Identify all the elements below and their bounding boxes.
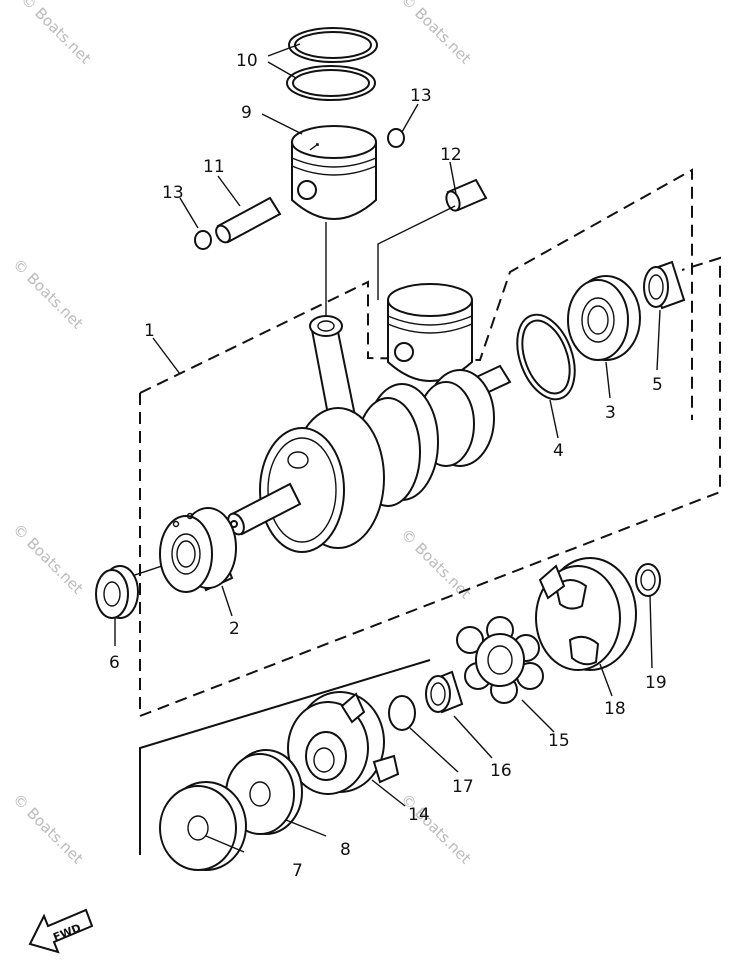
rubber-damper	[456, 616, 544, 704]
fwd-arrow: FWD	[28, 908, 94, 954]
callout-10: 10	[236, 51, 258, 71]
cover-plate	[159, 781, 247, 871]
watermark-2: © Boats.net	[397, 0, 475, 68]
piston	[291, 125, 377, 220]
main-bearing-right	[567, 275, 641, 361]
guide-line-bearing	[377, 205, 456, 300]
callout-16: 16	[490, 761, 512, 781]
callout-18: 18	[604, 699, 626, 719]
watermark-4: © Boats.net	[9, 520, 87, 598]
o-ring	[388, 695, 416, 731]
needle-bearing	[445, 178, 488, 212]
callout-5: 5	[652, 375, 663, 395]
piston-pin	[215, 196, 282, 244]
callouts: 1 2 3 4 5 6 7 8 9 10 11 12 13 13 14 15 1…	[109, 51, 667, 881]
callout-13-right: 13	[410, 86, 432, 106]
callout-6: 6	[109, 653, 120, 673]
watermark-7: © Boats.net	[397, 790, 475, 868]
oil-seal	[95, 565, 139, 619]
bushing	[425, 670, 464, 714]
watermark-3: © Boats.net	[9, 255, 87, 333]
leader-lines	[114, 43, 661, 853]
coupling-housing	[535, 557, 637, 671]
assembly-outline-1	[139, 168, 721, 718]
callout-15: 15	[548, 731, 570, 751]
circlip	[516, 313, 576, 401]
callout-8: 8	[340, 840, 351, 860]
main-bearing-left	[159, 507, 237, 593]
callout-19: 19	[645, 673, 667, 693]
callout-1: 1	[144, 321, 155, 341]
callout-4: 4	[553, 441, 564, 461]
callout-12: 12	[440, 145, 462, 165]
callout-17: 17	[452, 777, 474, 797]
callout-7: 7	[292, 861, 303, 881]
crankshaft-assembly	[227, 283, 512, 553]
callout-9: 9	[241, 103, 252, 123]
callout-3: 3	[605, 403, 616, 423]
watermark-6: © Boats.net	[9, 790, 87, 868]
assembly-outline-lower	[139, 659, 431, 855]
clip-right	[387, 128, 405, 148]
clip-left	[194, 230, 212, 250]
callout-2: 2	[229, 619, 240, 639]
watermark-1: © Boats.net	[17, 0, 95, 68]
callout-14: 14	[408, 805, 430, 825]
washer	[635, 563, 661, 597]
piston-rings	[286, 27, 378, 101]
coupling	[287, 691, 400, 795]
callout-13-left: 13	[162, 183, 184, 203]
collar	[643, 260, 686, 310]
callout-11: 11	[203, 157, 225, 177]
